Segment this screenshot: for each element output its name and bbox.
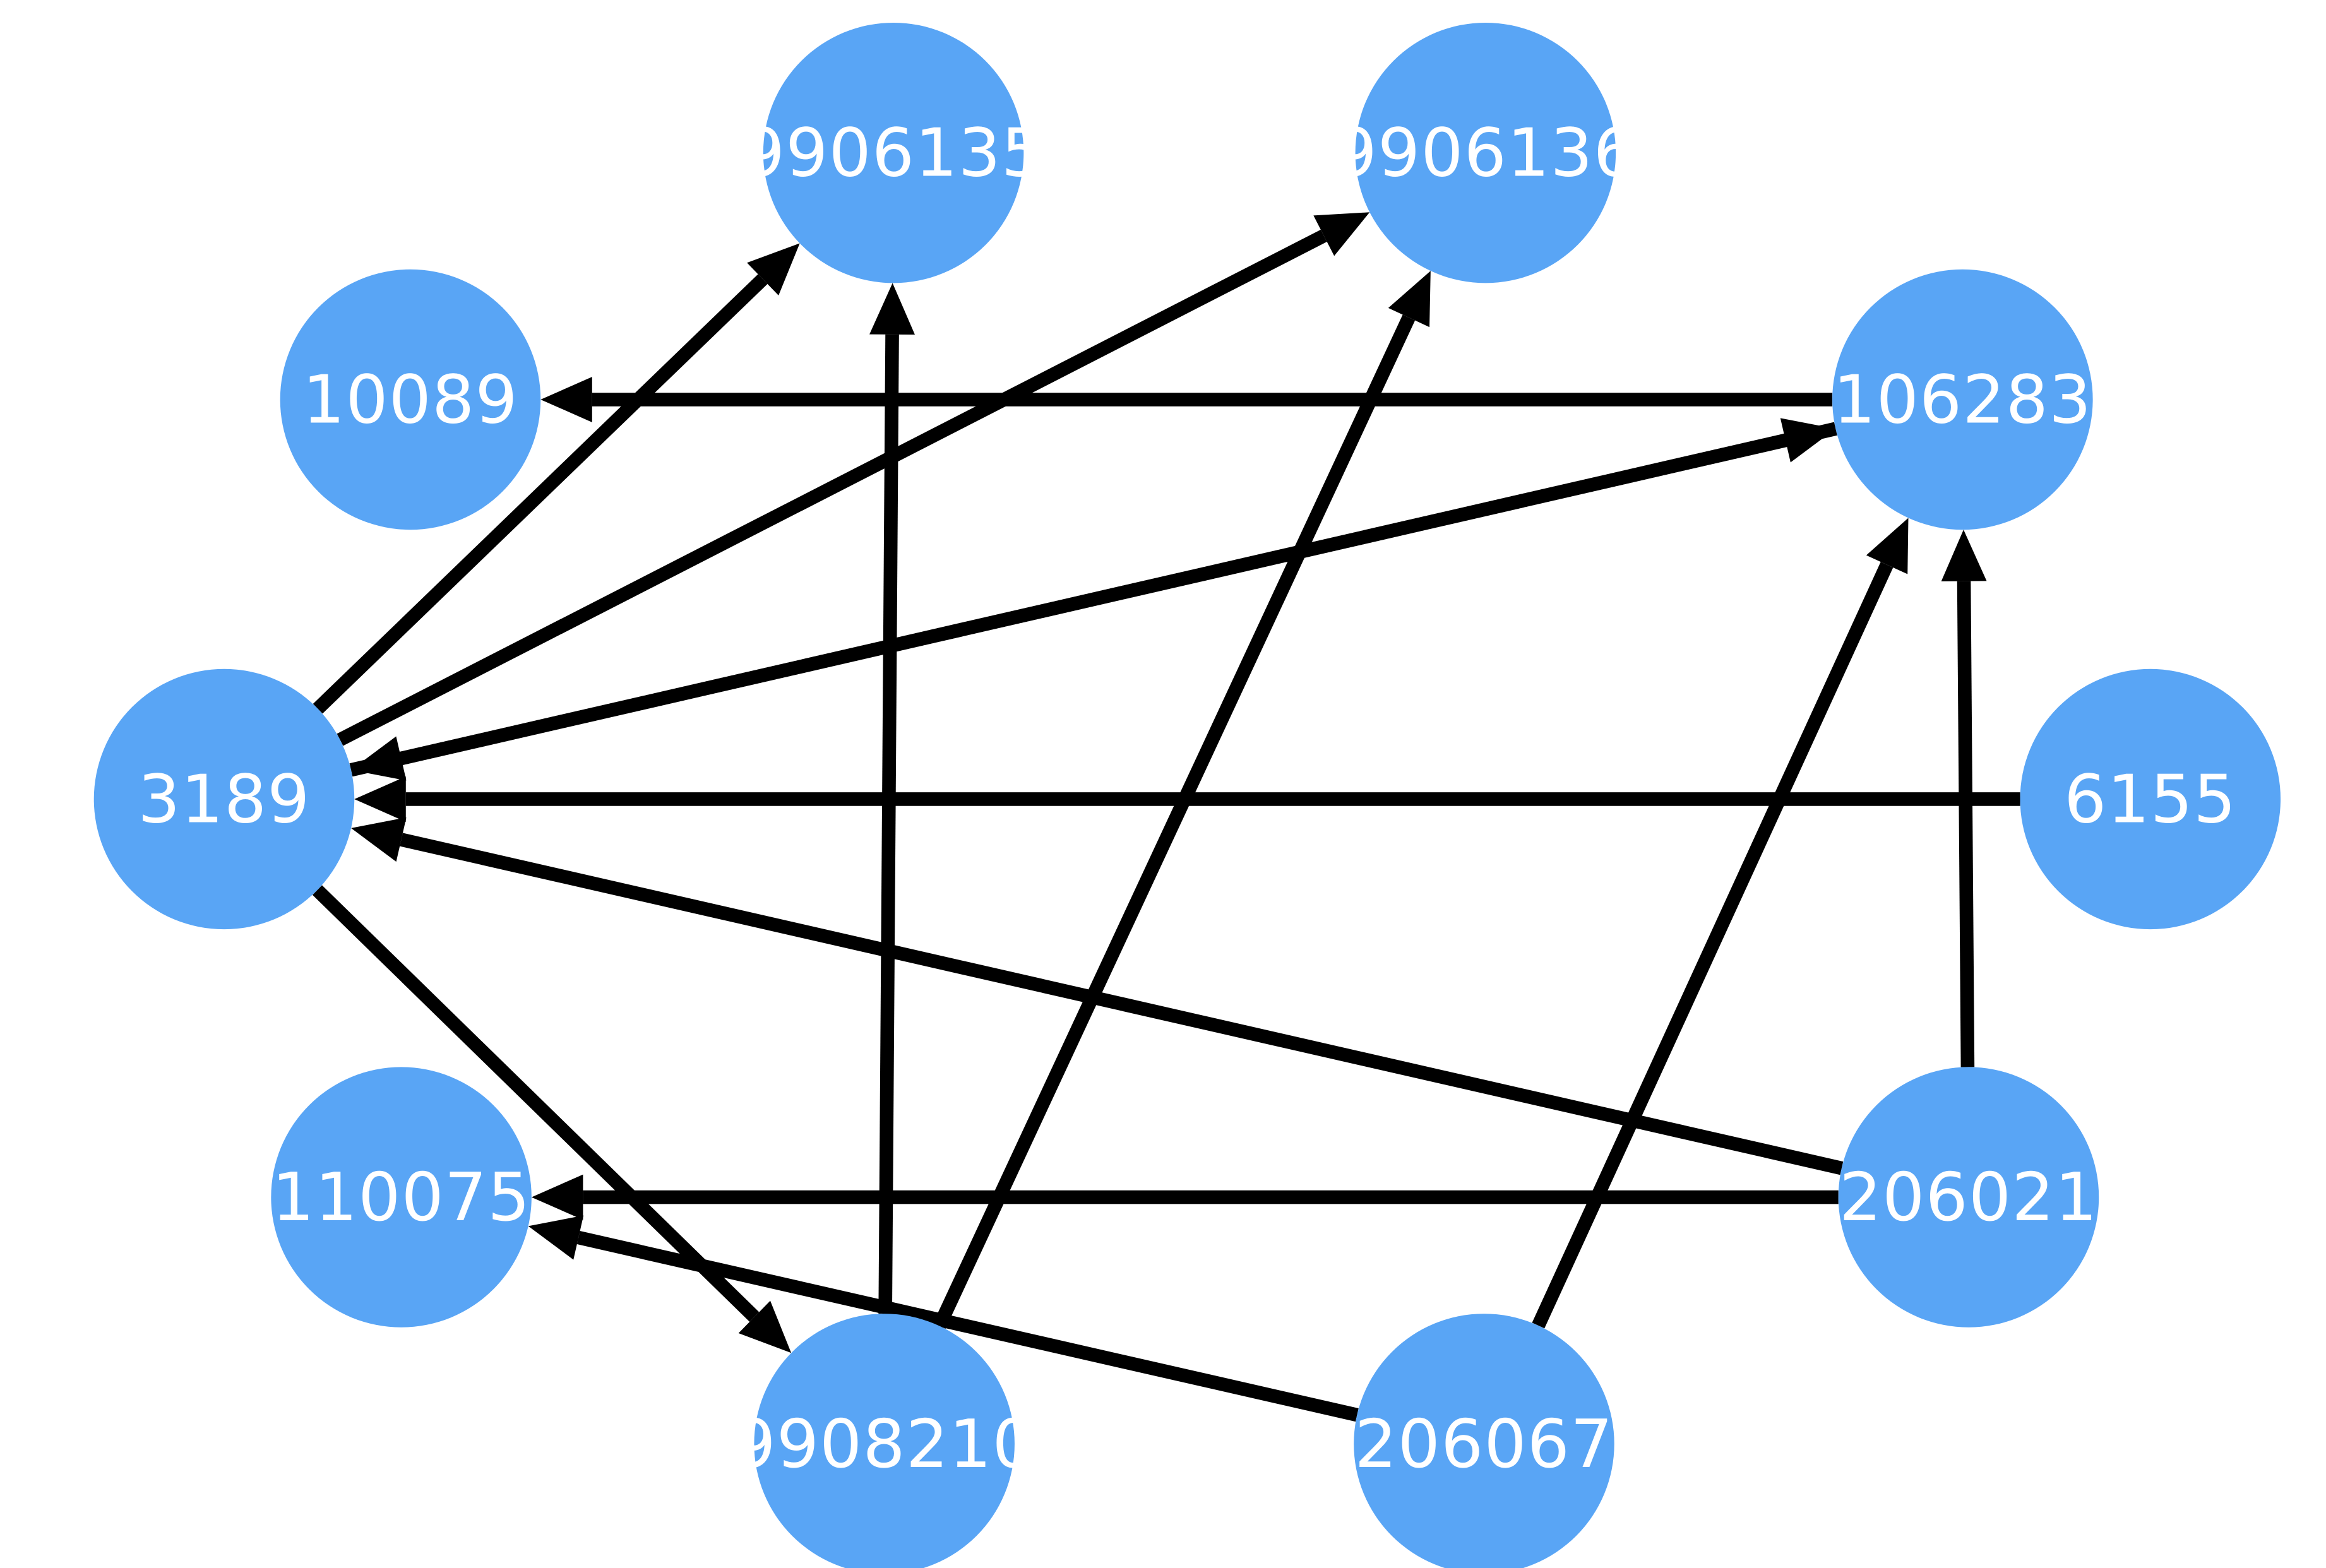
node-circle[interactable] — [1832, 269, 2093, 530]
node-circle[interactable] — [763, 22, 1024, 283]
graph-edge — [313, 243, 800, 714]
edge-line — [576, 1230, 1359, 1422]
graph-node-206067[interactable]: 206067 — [1354, 1314, 1614, 1568]
graph-edge — [933, 271, 1431, 1329]
graph-edge — [531, 1174, 1839, 1220]
graph-edge — [1532, 518, 1909, 1329]
node-circle[interactable] — [1354, 1314, 1614, 1568]
node-circle[interactable] — [280, 269, 541, 530]
edge-arrowhead-icon — [350, 736, 407, 781]
edge-line — [312, 885, 760, 1322]
graph-node-9908210[interactable]: 9908210 — [734, 1314, 1035, 1568]
edge-arrowhead-icon — [869, 283, 915, 335]
edge-line — [1957, 581, 1975, 1067]
edge-arrowhead-icon — [531, 1174, 583, 1220]
edge-line — [1532, 562, 1894, 1329]
edge-arrowhead-icon — [354, 776, 406, 822]
graph-edge — [337, 212, 1370, 746]
graph-node-10089[interactable]: 10089 — [280, 269, 541, 530]
graph-edge — [312, 885, 792, 1353]
edge-line — [933, 314, 1416, 1329]
edge-arrowhead-icon — [540, 377, 592, 422]
graph-edge — [1941, 530, 1987, 1067]
edge-arrowhead-icon — [1388, 271, 1431, 328]
node-circle[interactable] — [1838, 1067, 2099, 1327]
edge-arrowhead-icon — [351, 817, 407, 862]
edge-line — [337, 229, 1327, 746]
edge-arrowhead-icon — [1941, 530, 1987, 581]
node-circle[interactable] — [271, 1067, 532, 1327]
edge-arrowhead-icon — [738, 1300, 792, 1353]
node-circle[interactable] — [754, 1314, 1015, 1568]
edge-arrowhead-icon — [747, 243, 800, 295]
graph-edge — [528, 1215, 1359, 1422]
graph-node-3189[interactable]: 3189 — [93, 668, 355, 930]
edge-line — [400, 422, 1837, 766]
graph-node-110075[interactable]: 110075 — [271, 1067, 532, 1327]
graph-node-106283[interactable]: 106283 — [1832, 269, 2093, 530]
edge-line — [878, 334, 899, 1314]
graph-edge — [350, 422, 1837, 781]
edge-line — [313, 274, 768, 714]
edge-arrowhead-icon — [1866, 518, 1909, 574]
graph-edge — [354, 776, 2020, 822]
graph-edge — [540, 377, 1833, 422]
edge-arrowhead-icon — [528, 1215, 584, 1260]
edge-arrowhead-icon — [1313, 212, 1370, 256]
graph-node-9906136[interactable]: 9906136 — [1335, 22, 1637, 283]
graph-node-9906135[interactable]: 9906135 — [743, 22, 1044, 283]
node-circle[interactable] — [1355, 22, 1616, 283]
edges-layer — [312, 212, 2020, 1422]
node-circle[interactable] — [93, 668, 355, 930]
graph-edge — [351, 817, 1844, 1175]
graph-node-206021[interactable]: 206021 — [1838, 1067, 2099, 1327]
graph-edge — [869, 283, 915, 1314]
edge-line — [400, 833, 1844, 1175]
graph-node-6155[interactable]: 6155 — [2020, 668, 2281, 930]
node-circle[interactable] — [2020, 668, 2281, 930]
